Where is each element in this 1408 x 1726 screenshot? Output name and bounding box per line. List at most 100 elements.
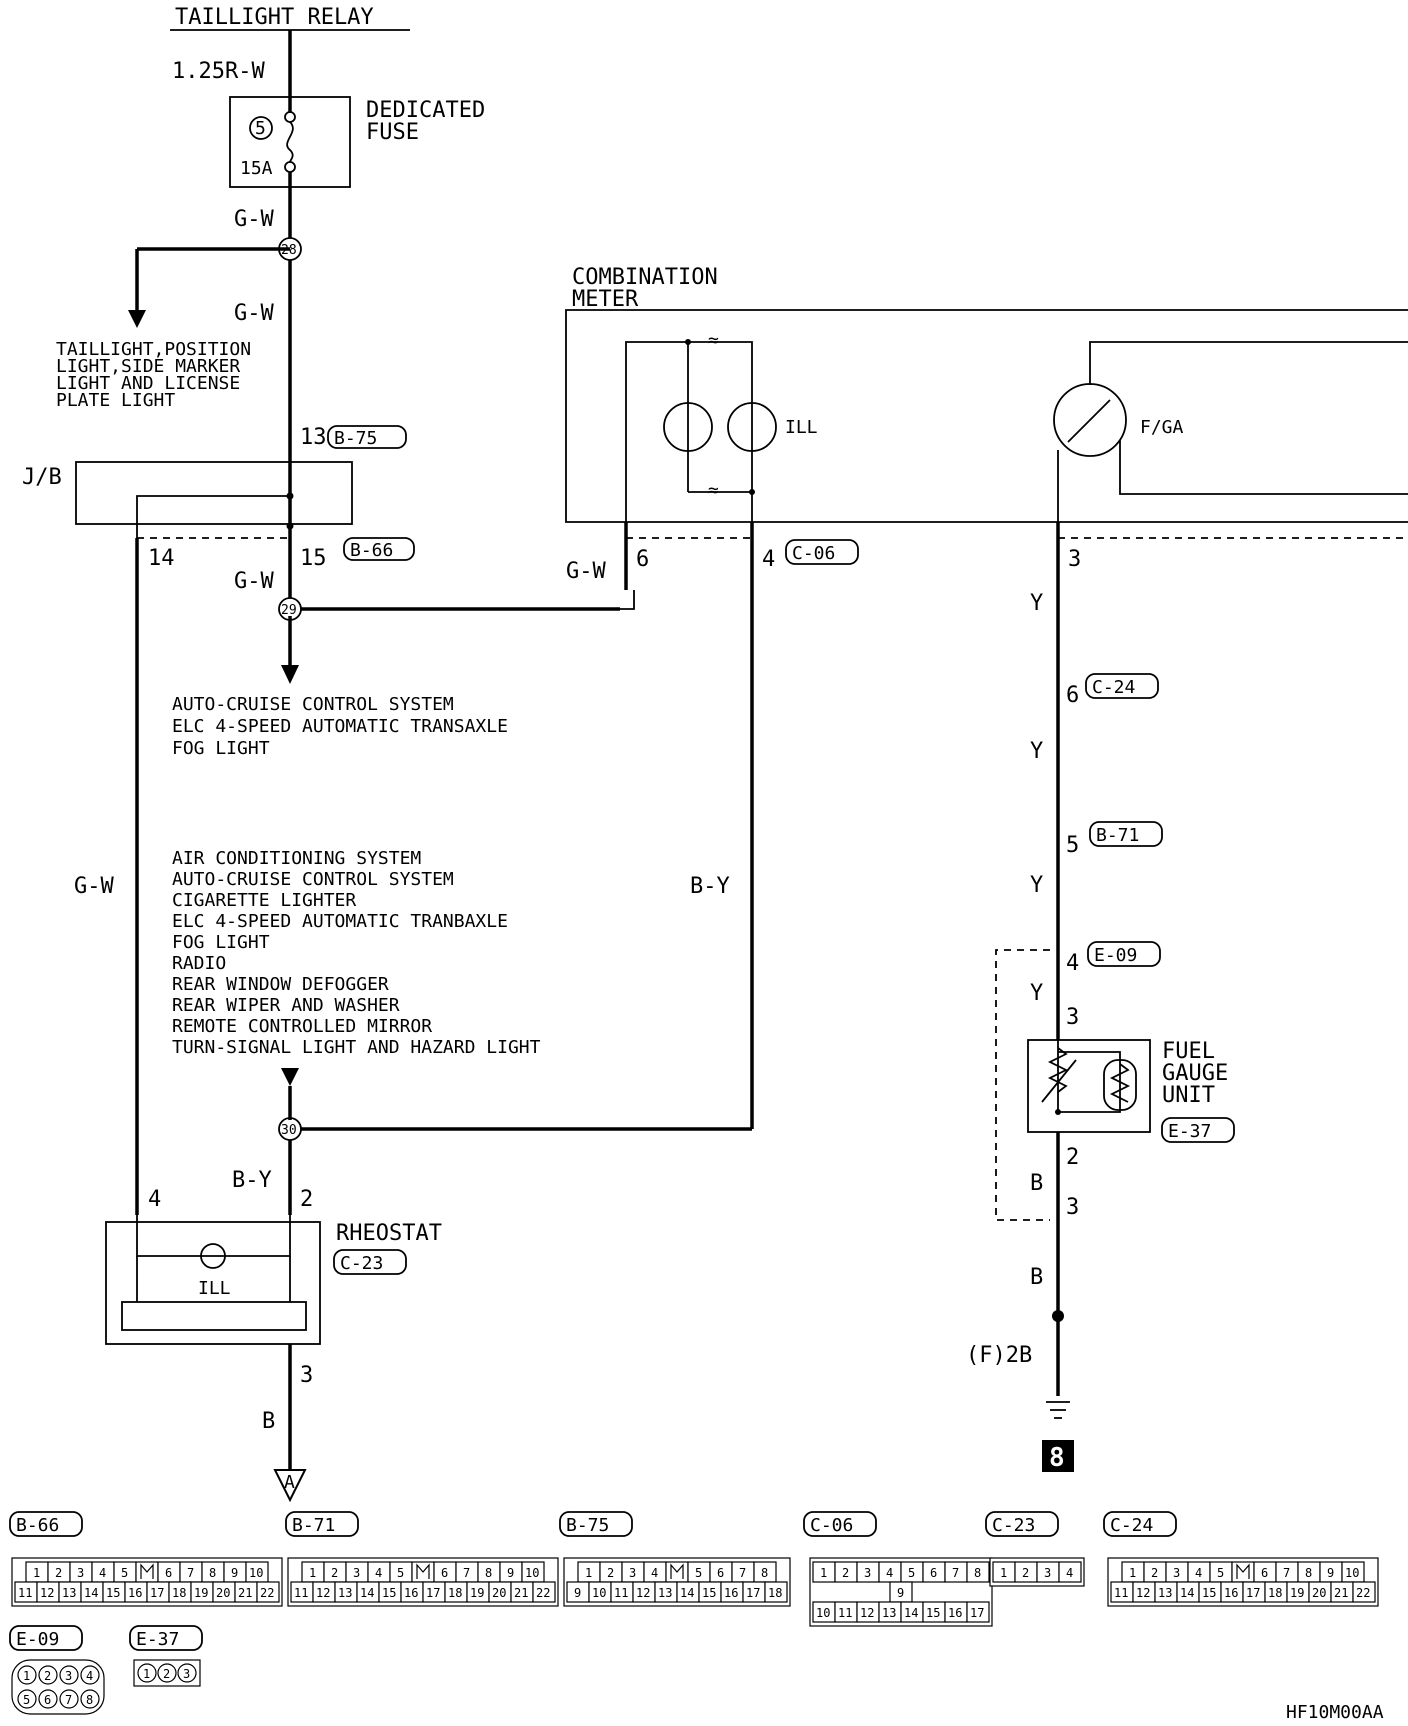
- pin-label: 11: [294, 1586, 308, 1600]
- rheostat-pin3: 3: [300, 1363, 313, 1388]
- pin-label: 18: [768, 1586, 782, 1600]
- pin-label: 21: [514, 1586, 528, 1600]
- pin-label: 2: [1151, 1566, 1158, 1580]
- meter-label-1: COMBINATION: [572, 265, 718, 290]
- pin-label: 11: [1114, 1586, 1128, 1600]
- pin-label: 4: [99, 1566, 106, 1580]
- pin-label: 14: [360, 1586, 374, 1600]
- pin-label: 5: [397, 1566, 404, 1580]
- system-list-2-item-4: ELC 4-SPEED AUTOMATIC TRANBAXLE: [172, 911, 508, 932]
- pin-label: 15: [382, 1586, 396, 1600]
- connector-name: E-09: [16, 1629, 59, 1650]
- pin-label: 7: [1283, 1566, 1290, 1580]
- fuel-gauge-unit: [1027, 1039, 1151, 1133]
- fuse-label-1: DEDICATED: [366, 98, 485, 123]
- pin-label: 2: [607, 1566, 614, 1580]
- fuse-label-2: FUSE: [366, 120, 419, 145]
- pin-label: 17: [970, 1606, 984, 1620]
- pin-label: 7: [952, 1566, 959, 1580]
- wire-label-1.25rw: 1.25R-W: [172, 59, 265, 84]
- wire-label-y-3: Y: [1030, 873, 1043, 898]
- pin-label: 2: [55, 1566, 62, 1580]
- system-list-2-item-2: AUTO-CRUISE CONTROL SYSTEM: [172, 869, 454, 890]
- jb-label: J/B: [22, 465, 62, 490]
- pin-label: 12: [316, 1586, 330, 1600]
- meter-pin4: 4: [762, 547, 775, 572]
- wire-label-gw-2: G-W: [234, 301, 274, 326]
- pin-label: 10: [525, 1566, 539, 1580]
- pin-label: 16: [724, 1586, 738, 1600]
- pin-label: 7: [739, 1566, 746, 1580]
- pin-label: 5: [23, 1693, 30, 1707]
- pin-label: 7: [65, 1693, 72, 1707]
- pin-label: 11: [614, 1586, 628, 1600]
- pin-label: 2: [331, 1566, 338, 1580]
- pin-label: 1: [820, 1566, 827, 1580]
- system-list-1-item-1: AUTO-CRUISE CONTROL SYSTEM: [172, 694, 454, 715]
- pin-label: 9: [507, 1566, 514, 1580]
- pin-label: 8: [974, 1566, 981, 1580]
- fgu-pin-out: 2: [1066, 1145, 1079, 1170]
- pin-label: 4: [1195, 1566, 1202, 1580]
- system-list-2-item-1: AIR CONDITIONING SYSTEM: [172, 848, 421, 869]
- system-list-1-item-2: ELC 4-SPEED AUTOMATIC TRANSAXLE: [172, 716, 508, 737]
- pin-label: 21: [1334, 1586, 1348, 1600]
- rheostat: [105, 1221, 321, 1345]
- pin-label: 2: [44, 1669, 51, 1683]
- svg-text:≈: ≈: [708, 330, 719, 351]
- fgu-label-3: UNIT: [1162, 1083, 1215, 1108]
- fuse-number: 5: [255, 118, 266, 139]
- taillight-dest-4: PLATE LIGHT: [56, 390, 175, 411]
- pin-label: 16: [948, 1606, 962, 1620]
- pin-label: 15: [1202, 1586, 1216, 1600]
- jb-pin14: 14: [148, 546, 175, 571]
- pin-label: 1: [585, 1566, 592, 1580]
- wire-label-b-1: B: [262, 1409, 275, 1434]
- connector-name: C-24: [1110, 1515, 1153, 1536]
- pin-label: 8: [485, 1566, 492, 1580]
- wire-label-gw-meter: G-W: [566, 559, 606, 584]
- pin-label: 17: [746, 1586, 760, 1600]
- pin-label: 6: [441, 1566, 448, 1580]
- pin-label: 19: [1290, 1586, 1304, 1600]
- junction-30: 30: [281, 1123, 297, 1138]
- pin-label: 11: [838, 1606, 852, 1620]
- meter-pin3: 3: [1068, 547, 1081, 572]
- pin-label: 3: [65, 1669, 72, 1683]
- pin-label: 8: [761, 1566, 768, 1580]
- pin-label: 6: [1261, 1566, 1268, 1580]
- connector-tag-e09: E-09: [1094, 945, 1137, 966]
- pin-label: 10: [249, 1566, 263, 1580]
- jb-pin13: 13: [300, 425, 327, 450]
- system-list-2-item-9: REMOTE CONTROLLED MIRROR: [172, 1016, 432, 1037]
- pin-label: 4: [86, 1669, 93, 1683]
- taillight-dest-1: TAILLIGHT,POSITION: [56, 339, 251, 360]
- diagram-title: TAILLIGHT RELAY: [175, 5, 374, 30]
- pin-label: 21: [238, 1586, 252, 1600]
- rheostat-pin2: 2: [300, 1187, 313, 1212]
- pin-label: 3: [77, 1566, 84, 1580]
- pin-label: 12: [860, 1606, 874, 1620]
- pin-label: 6: [717, 1566, 724, 1580]
- connector-tag-e37: E-37: [1168, 1121, 1211, 1142]
- pin-label: 1: [143, 1667, 150, 1681]
- pin-label: 4: [375, 1566, 382, 1580]
- connector-name: B-75: [566, 1515, 609, 1536]
- system-list-2-item-5: FOG LIGHT: [172, 932, 270, 953]
- pin-label: 15: [702, 1586, 716, 1600]
- connector-name: E-37: [136, 1629, 179, 1650]
- system-list-1-item-3: FOG LIGHT: [172, 738, 270, 759]
- connector-name: B-66: [16, 1515, 59, 1536]
- junction-block: [75, 461, 353, 525]
- pin-label: 5: [1217, 1566, 1224, 1580]
- pin-label: 17: [426, 1586, 440, 1600]
- connector-name: B-71: [292, 1515, 335, 1536]
- junction-29: 29: [281, 603, 297, 618]
- diagram-code: HF10M00AA: [1286, 1702, 1384, 1723]
- wire-label-by-2: B-Y: [690, 874, 730, 899]
- pin-label: 14: [904, 1606, 918, 1620]
